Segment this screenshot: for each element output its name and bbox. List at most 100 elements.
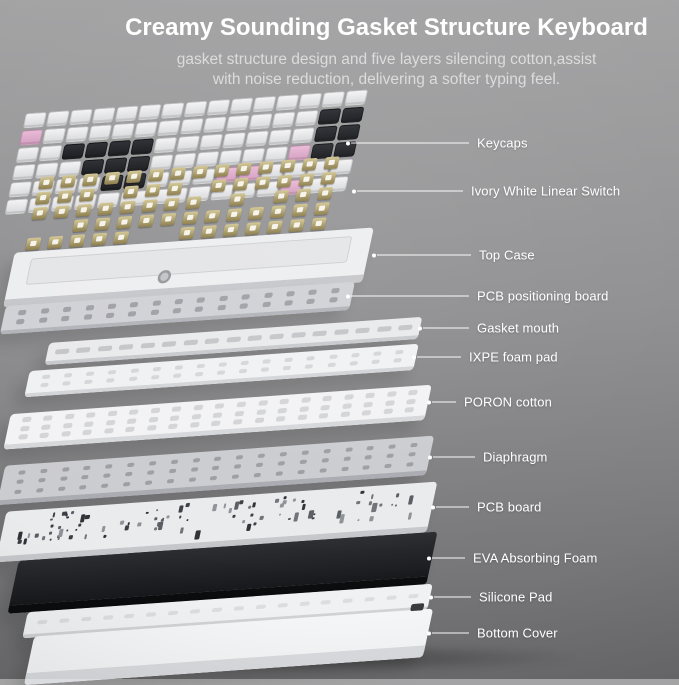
switch <box>192 165 209 178</box>
hole <box>291 331 306 337</box>
hole <box>210 475 218 480</box>
keycap <box>12 164 36 181</box>
pcb-component <box>28 533 31 538</box>
keycap <box>314 126 338 143</box>
switch <box>104 171 121 184</box>
pcb-component <box>78 523 82 526</box>
pcb-component <box>23 538 28 545</box>
hole <box>306 299 315 305</box>
pcb-component <box>395 504 398 506</box>
switch <box>116 215 133 228</box>
hole <box>285 357 294 362</box>
switch <box>201 225 218 238</box>
leader-line <box>432 558 465 559</box>
hole <box>147 425 157 431</box>
hole <box>236 454 244 459</box>
hole <box>18 434 28 440</box>
switch <box>97 202 114 215</box>
hole <box>299 460 307 465</box>
hole <box>364 597 375 602</box>
layer-label-eva-absorbing-foam: EVA Absorbing Foam <box>473 551 597 566</box>
hole <box>40 383 49 388</box>
hole <box>59 618 70 623</box>
hole <box>101 483 109 488</box>
leader-dot <box>427 631 431 635</box>
pcb-component <box>379 503 383 506</box>
switch <box>270 205 287 218</box>
switch <box>298 173 315 186</box>
pcb-component <box>137 522 142 526</box>
pcb-component <box>50 518 53 521</box>
keycap <box>38 145 62 162</box>
switch <box>148 168 165 181</box>
pcb-component <box>17 531 23 540</box>
hole <box>20 425 30 431</box>
keycap <box>344 89 368 106</box>
hole <box>262 302 271 308</box>
hole <box>195 307 204 313</box>
keycap <box>294 110 318 127</box>
hole <box>174 298 183 304</box>
hole <box>84 380 93 385</box>
pcb-component <box>104 535 107 537</box>
hole <box>277 407 287 413</box>
hole <box>38 478 46 483</box>
hole <box>387 391 397 397</box>
hole <box>248 334 263 340</box>
hole <box>107 410 117 416</box>
hole <box>241 294 250 300</box>
hole <box>40 308 49 314</box>
hole <box>327 363 336 368</box>
leader-line <box>417 357 461 358</box>
hole <box>168 469 176 474</box>
hole <box>152 366 161 371</box>
pcb-component <box>180 527 184 533</box>
hole <box>264 292 273 298</box>
keycap <box>137 104 161 121</box>
hole <box>62 381 71 386</box>
switch <box>145 183 162 196</box>
keycap <box>130 138 154 155</box>
hole <box>279 398 289 404</box>
hole <box>233 606 244 611</box>
layer-label-pcb-board: PCB board <box>477 500 542 515</box>
hole <box>239 369 248 374</box>
hole <box>196 363 205 368</box>
pcb-component <box>229 508 233 514</box>
pcb-component <box>35 534 39 538</box>
pcb-component <box>371 494 374 499</box>
hole <box>321 600 332 605</box>
hole <box>168 424 178 430</box>
layer-label-silicone-pad: Silicone Pad <box>479 590 552 605</box>
leader-line <box>423 328 469 329</box>
hole <box>57 486 65 491</box>
keycap <box>252 96 276 113</box>
hole <box>63 422 73 428</box>
hole <box>385 400 395 406</box>
switch <box>254 176 271 189</box>
layer-label-keycaps: Keycaps <box>477 136 528 151</box>
leader-line <box>436 507 469 508</box>
pcb-component <box>120 521 125 525</box>
pcb-component <box>369 517 374 522</box>
hole <box>129 409 139 415</box>
hole <box>258 400 268 406</box>
hole <box>406 398 416 404</box>
hole <box>286 291 295 297</box>
hole <box>63 306 72 312</box>
hole <box>172 406 182 412</box>
hole <box>197 297 206 303</box>
hole <box>263 359 272 364</box>
hole <box>205 337 220 343</box>
pcb-component <box>66 529 68 531</box>
subtitle-line-1: gasket structure design and five layers … <box>104 50 669 70</box>
pcb-component <box>391 503 394 505</box>
hole <box>214 456 222 461</box>
pcb-component <box>358 519 360 521</box>
leader-dot <box>352 189 356 193</box>
hole <box>383 409 393 415</box>
hole <box>301 450 309 455</box>
header: Creamy Sounding Gasket Structure Keyboar… <box>104 14 669 91</box>
switch <box>229 192 246 205</box>
switch <box>82 173 99 186</box>
